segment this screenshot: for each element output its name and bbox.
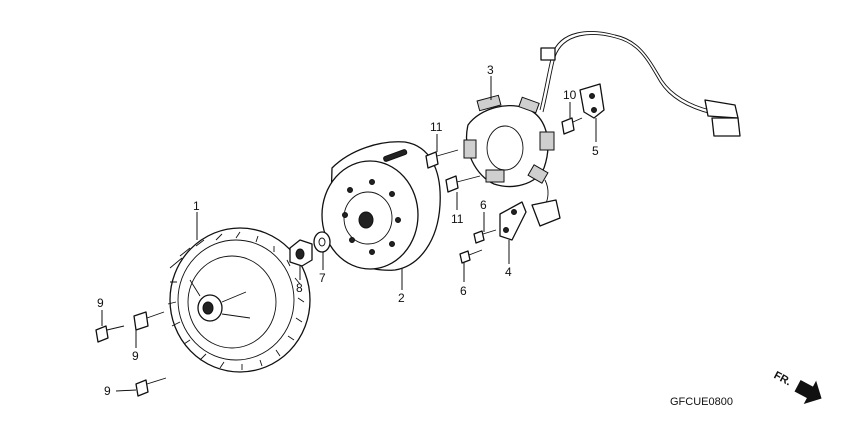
front-direction-label: FR. — [772, 369, 793, 388]
label-part-11-upper: 11 — [430, 120, 443, 134]
front-arrow-icon — [794, 380, 822, 404]
label-part-1: 1 — [193, 199, 200, 213]
label-part-11-lower: 11 — [451, 212, 464, 226]
label-part-9-upper: 9 — [97, 296, 104, 310]
nut-8 — [289, 239, 313, 267]
label-part-4: 4 — [505, 265, 512, 279]
washer-7 — [313, 231, 331, 253]
bolt-6-lower — [459, 249, 483, 264]
bracket-5 — [579, 83, 605, 119]
label-part-8: 8 — [296, 281, 303, 295]
bracket-4 — [499, 201, 527, 241]
label-part-9-middle: 9 — [132, 349, 139, 363]
bolt-9-middle — [133, 311, 165, 331]
flywheel — [321, 141, 441, 271]
label-part-3: 3 — [487, 63, 494, 77]
bolt-11-upper — [425, 149, 459, 169]
bolt-9-lower — [135, 377, 167, 397]
leader-lines — [101, 76, 597, 392]
bolt-6-upper — [473, 229, 497, 244]
label-part-6-lower: 6 — [460, 284, 467, 298]
stator — [463, 31, 741, 227]
label-part-9-lower: 9 — [104, 384, 111, 398]
bolt-9-upper — [95, 325, 125, 343]
diagram-code: GFCUE0800 — [670, 396, 733, 408]
bolt-10 — [561, 117, 583, 135]
label-part-7: 7 — [319, 271, 326, 285]
front-direction-marker: FR. — [772, 369, 822, 404]
bolt-11-lower — [445, 175, 481, 193]
label-part-6-upper: 6 — [480, 198, 487, 212]
cooling-fan — [167, 227, 311, 373]
label-part-10: 10 — [563, 88, 577, 102]
label-part-5: 5 — [592, 144, 599, 158]
label-part-2: 2 — [398, 291, 405, 305]
